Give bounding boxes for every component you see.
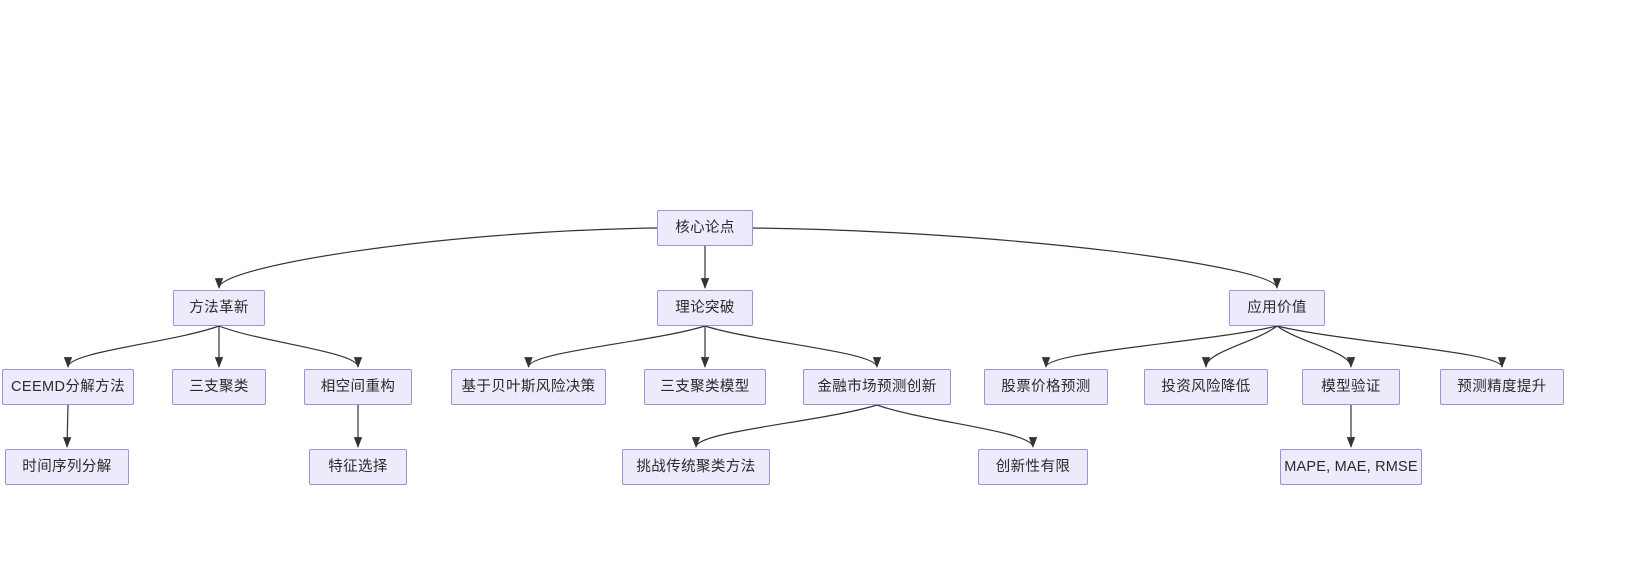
flow-node-label: 时间序列分解 bbox=[22, 458, 112, 475]
flow-edge-l2c-to-l3g bbox=[1041, 325, 1278, 368]
flow-node-label: 理论突破 bbox=[675, 299, 735, 316]
flow-node-l3e[interactable]: 三支聚类模型 bbox=[644, 369, 766, 405]
flow-node-l4b[interactable]: 特征选择 bbox=[309, 449, 407, 485]
flow-node-label: MAPE, MAE, RMSE bbox=[1284, 458, 1418, 475]
flow-node-label: 特征选择 bbox=[328, 458, 388, 475]
flow-node-label: 预测精度提升 bbox=[1457, 378, 1547, 395]
flow-node-label: 股票价格预测 bbox=[1001, 378, 1091, 395]
flow-edge-l2c-to-l3j bbox=[1276, 325, 1507, 368]
flow-node-l2a[interactable]: 方法革新 bbox=[173, 290, 265, 326]
flow-node-label: 应用价值 bbox=[1247, 299, 1307, 316]
flow-node-label: 方法革新 bbox=[189, 299, 249, 316]
flow-node-l3c[interactable]: 相空间重构 bbox=[304, 369, 412, 405]
flow-node-l4e[interactable]: MAPE, MAE, RMSE bbox=[1280, 449, 1422, 485]
flow-node-label: 核心论点 bbox=[675, 219, 735, 236]
flow-edge-l3a-to-l4a bbox=[63, 404, 72, 448]
flow-node-l3b[interactable]: 三支聚类 bbox=[172, 369, 266, 405]
flow-node-label: 三支聚类模型 bbox=[660, 378, 750, 395]
flow-node-l3h[interactable]: 投资风险降低 bbox=[1144, 369, 1268, 405]
flow-node-l4c[interactable]: 挑战传统聚类方法 bbox=[622, 449, 770, 485]
flow-node-l3i[interactable]: 模型验证 bbox=[1302, 369, 1400, 405]
flow-node-l2b[interactable]: 理论突破 bbox=[657, 290, 753, 326]
flow-node-label: 挑战传统聚类方法 bbox=[636, 458, 756, 475]
flow-edge-l2a-to-l3a bbox=[63, 325, 220, 368]
flow-edge-l2c-to-l3h bbox=[1201, 325, 1278, 368]
flow-edge-l3f-to-l4c bbox=[691, 404, 878, 448]
flow-node-label: 创新性有限 bbox=[995, 458, 1071, 475]
flow-node-l4a[interactable]: 时间序列分解 bbox=[5, 449, 129, 485]
flow-edge-l2b-to-l3d bbox=[524, 325, 706, 368]
flow-node-label: 相空间重构 bbox=[320, 378, 396, 395]
flow-node-label: 模型验证 bbox=[1321, 378, 1381, 395]
flow-edge-root-to-l2c bbox=[752, 227, 1282, 289]
flow-edge-l3f-to-l4d bbox=[876, 404, 1038, 448]
flow-node-l3f[interactable]: 金融市场预测创新 bbox=[803, 369, 951, 405]
flow-node-root[interactable]: 核心论点 bbox=[657, 210, 753, 246]
flow-node-label: CEEMD分解方法 bbox=[11, 378, 125, 395]
flow-edge-l2c-to-l3i bbox=[1276, 325, 1356, 368]
flow-node-l3d[interactable]: 基于贝叶斯风险决策 bbox=[451, 369, 606, 405]
flow-node-label: 金融市场预测创新 bbox=[817, 378, 937, 395]
flow-node-l3a[interactable]: CEEMD分解方法 bbox=[2, 369, 134, 405]
flow-edge-l2b-to-l3f bbox=[704, 325, 882, 368]
flow-edge-root-to-l2a bbox=[214, 227, 658, 289]
flow-edge-l2a-to-l3c bbox=[218, 325, 363, 368]
flow-node-label: 投资风险降低 bbox=[1161, 378, 1251, 395]
flow-node-l2c[interactable]: 应用价值 bbox=[1229, 290, 1325, 326]
flow-node-l3j[interactable]: 预测精度提升 bbox=[1440, 369, 1564, 405]
flow-node-l4d[interactable]: 创新性有限 bbox=[978, 449, 1088, 485]
flow-node-label: 基于贝叶斯风险决策 bbox=[461, 378, 596, 395]
flow-node-l3g[interactable]: 股票价格预测 bbox=[984, 369, 1108, 405]
flow-node-label: 三支聚类 bbox=[189, 378, 249, 395]
